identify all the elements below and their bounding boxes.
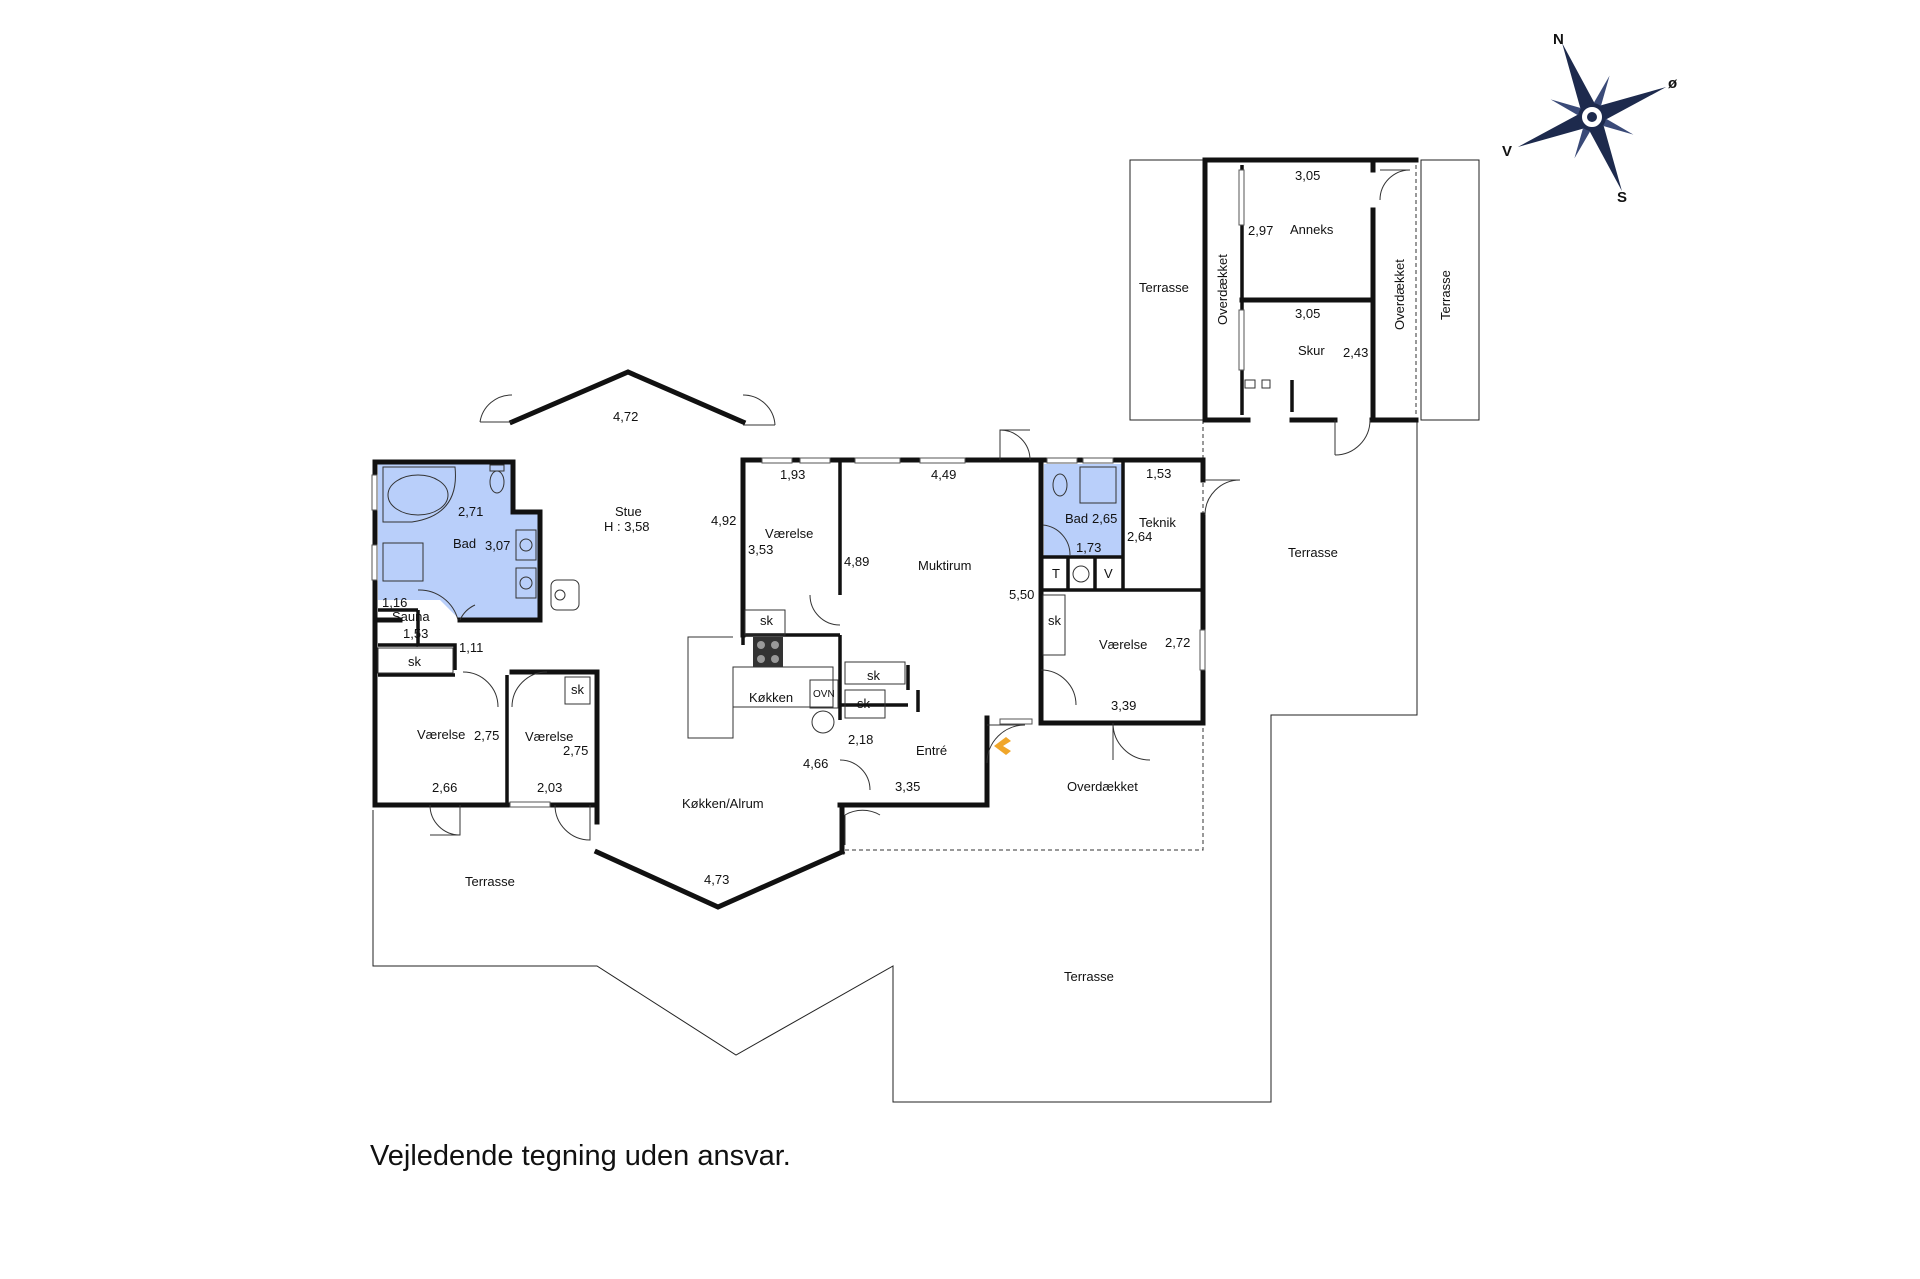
dim-bad-small-right: 2,65 <box>1092 511 1117 526</box>
dim-vaer-a-bottom: 2,66 <box>432 780 457 795</box>
dim-stue-right: 4,92 <box>711 513 736 528</box>
shower-icon-small <box>1079 466 1117 504</box>
dim-entre-bottom: 3,35 <box>895 779 920 794</box>
compass-west-label: V <box>1502 143 1512 160</box>
compass-east-label: ø <box>1668 75 1678 92</box>
room-terrasse-east: Terrasse <box>1288 545 1338 560</box>
toilet-label: T <box>1052 566 1060 581</box>
dim-muk-top: 4,49 <box>931 467 956 482</box>
sink-icon-small <box>1072 565 1090 583</box>
dim-sauna-h: 1,53 <box>403 626 428 641</box>
stove-icon <box>753 637 783 667</box>
room-koekken: Køkken <box>749 690 793 705</box>
room-muktirum: Muktirum <box>918 558 971 573</box>
room-overdaekket-right: Overdækket <box>1392 259 1407 330</box>
sink-icon <box>515 529 537 561</box>
room-sauna: Sauna <box>392 609 430 624</box>
dim-anneks-left: 2,97 <box>1248 223 1273 238</box>
fixtures <box>377 379 1271 755</box>
toilet-icon-small <box>1052 473 1068 497</box>
dim-vaer-a-right: 2,75 <box>474 728 499 743</box>
dim-teknik-left: 2,64 <box>1127 529 1152 544</box>
room-bad-small: Bad <box>1065 511 1088 526</box>
dim-vaer-d-right: 2,72 <box>1165 635 1190 650</box>
dim-alrum-bottom: 4,73 <box>704 872 729 887</box>
room-teknik: Teknik <box>1139 515 1176 530</box>
kitchen-island <box>687 636 743 739</box>
room-terrasse-annex-left: Terrasse <box>1139 280 1189 295</box>
disclaimer-text: Vejledende tegning uden ansvar. <box>370 1140 791 1172</box>
walls <box>372 369 1206 910</box>
compass-south-label: S <box>1617 189 1627 206</box>
room-anneks: Anneks <box>1290 222 1334 237</box>
dim-anneks-top: 3,05 <box>1295 168 1320 183</box>
dim-vaer-b-right: 2,75 <box>563 743 588 758</box>
dim-skur-right: 2,43 <box>1343 345 1368 360</box>
sk-label-2: sk <box>571 682 585 697</box>
room-terrasse-south: Terrasse <box>1064 969 1114 984</box>
room-terrasse-annex-right: Terrasse <box>1438 270 1453 320</box>
dim-muk-left: 4,89 <box>844 554 869 569</box>
dim-vaer-c-left: 3,53 <box>748 542 773 557</box>
room-vaerelse-c: Værelse <box>765 526 813 541</box>
dim-bad-small-bottom: 1,73 <box>1076 540 1101 555</box>
dim-vaer-d-bottom: 3,39 <box>1111 698 1136 713</box>
shower-icon <box>382 542 424 582</box>
dim-alrum-right: 4,66 <box>803 756 828 771</box>
compass-rose-icon <box>1517 42 1667 192</box>
oven-label: OVN <box>813 689 835 700</box>
dim-hall: 1,11 <box>459 640 483 655</box>
dim-muk-right: 5,50 <box>1009 587 1034 602</box>
room-terrasse-west: Terrasse <box>465 874 515 889</box>
dim-sauna-w: 1,16 <box>382 595 407 610</box>
room-vaerelse-d: Værelse <box>1099 637 1147 652</box>
fan-icon <box>811 710 835 734</box>
room-koekken-alrum: Køkken/Alrum <box>682 796 764 811</box>
room-vaerelse-a: Værelse <box>417 727 465 742</box>
sk-label-4: sk <box>867 668 881 683</box>
bathtub-basin-icon <box>387 474 449 516</box>
room-entre: Entré <box>916 743 947 758</box>
room-overdaekket-front: Overdækket <box>1067 779 1138 794</box>
sink-icon-2 <box>515 567 537 599</box>
room-stue: Stue <box>615 504 642 519</box>
room-stue-height: H : 3,58 <box>604 519 650 534</box>
room-vaerelse-b: Værelse <box>525 729 573 744</box>
room-overdaekket-left: Overdækket <box>1215 254 1230 325</box>
compass-north-label: N <box>1553 31 1564 48</box>
room-bad-main: Bad <box>453 536 476 551</box>
dim-stue-top: 4,72 <box>613 409 638 424</box>
dim-bad-right: 3,07 <box>485 538 510 553</box>
doors <box>417 169 1411 845</box>
entrance-arrow-icon <box>994 737 1011 755</box>
fireplace-icon <box>550 579 580 611</box>
fixture-labels: sk sk sk sk sk sk OVN T V <box>408 566 1113 711</box>
dim-vaer-b-bottom: 2,03 <box>537 780 562 795</box>
annex-walls <box>1202 157 1419 423</box>
sk-label-3: sk <box>760 613 774 628</box>
dim-entre-left: 2,18 <box>848 732 873 747</box>
sk-label-6: sk <box>1048 613 1062 628</box>
room-labels: Stue H : 3,58 Bad Sauna Værelse Værelse … <box>392 222 1453 984</box>
oven-box <box>809 679 839 709</box>
dim-skur-top: 3,05 <box>1295 306 1320 321</box>
dim-bad-top: 2,71 <box>458 504 483 519</box>
room-skur: Skur <box>1298 343 1325 358</box>
windows <box>371 169 1245 808</box>
dim-vaer-c-top: 1,93 <box>780 467 805 482</box>
dimension-labels: 4,72 4,92 4,73 4,66 2,71 3,07 1,16 1,53 … <box>382 168 1368 887</box>
washer-label: V <box>1104 566 1113 581</box>
dim-teknik-top: 1,53 <box>1146 466 1171 481</box>
sk-label-1: sk <box>408 654 422 669</box>
bathroom-small-fill <box>1044 464 1122 557</box>
bathtub-icon <box>382 466 456 523</box>
sk-label-5: sk <box>857 696 871 711</box>
